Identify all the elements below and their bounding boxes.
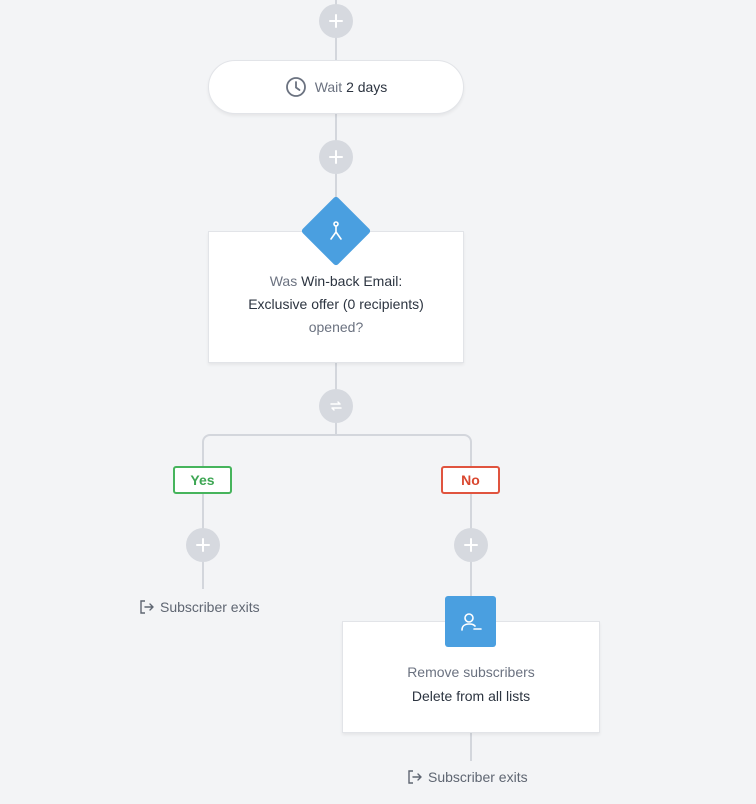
remove-user-icon <box>445 596 496 647</box>
add-step-button-yes[interactable] <box>186 528 220 562</box>
add-step-button[interactable] <box>319 140 353 174</box>
swap-branches-button[interactable] <box>319 389 353 423</box>
plus-icon <box>329 150 343 164</box>
exit-icon <box>140 600 154 614</box>
no-subscriber-exits: Subscriber exits <box>407 769 528 785</box>
branch-connector-left <box>202 434 336 446</box>
condition-line-2: Exclusive offer (0 recipients) <box>248 296 424 312</box>
add-step-button-no[interactable] <box>454 528 488 562</box>
exit-icon <box>408 770 422 784</box>
plus-icon <box>464 538 478 552</box>
plus-icon <box>329 14 343 28</box>
clock-icon <box>285 77 306 97</box>
wait-prefix: Wait <box>314 79 343 95</box>
remove-subtitle: Delete from all lists <box>411 688 531 704</box>
condition-line-1: Was Win-back Email: <box>209 270 463 293</box>
condition-prefix: Was <box>269 273 298 289</box>
split-branch-icon <box>324 219 348 243</box>
exit-label: Subscriber exits <box>428 769 528 785</box>
exit-label: Subscriber exits <box>160 599 260 615</box>
wait-step-card[interactable]: Wait 2 days <box>208 60 464 114</box>
plus-icon <box>196 538 210 552</box>
yes-subscriber-exits: Subscriber exits <box>139 599 260 615</box>
remove-title: Remove subscribers <box>407 664 535 680</box>
condition-campaign: Win-back Email: <box>301 273 403 289</box>
yes-branch-label: Yes <box>173 466 232 494</box>
no-branch-label: No <box>441 466 500 494</box>
add-step-button[interactable] <box>319 4 353 38</box>
swap-icon <box>330 401 342 411</box>
connector-line <box>470 733 472 761</box>
connector-line <box>470 446 472 598</box>
connector-line <box>202 446 204 589</box>
wait-duration: 2 days <box>346 79 388 95</box>
condition-line-3: opened? <box>308 319 364 335</box>
wait-text: Wait 2 days <box>315 79 388 95</box>
branch-connector-right <box>336 434 472 446</box>
